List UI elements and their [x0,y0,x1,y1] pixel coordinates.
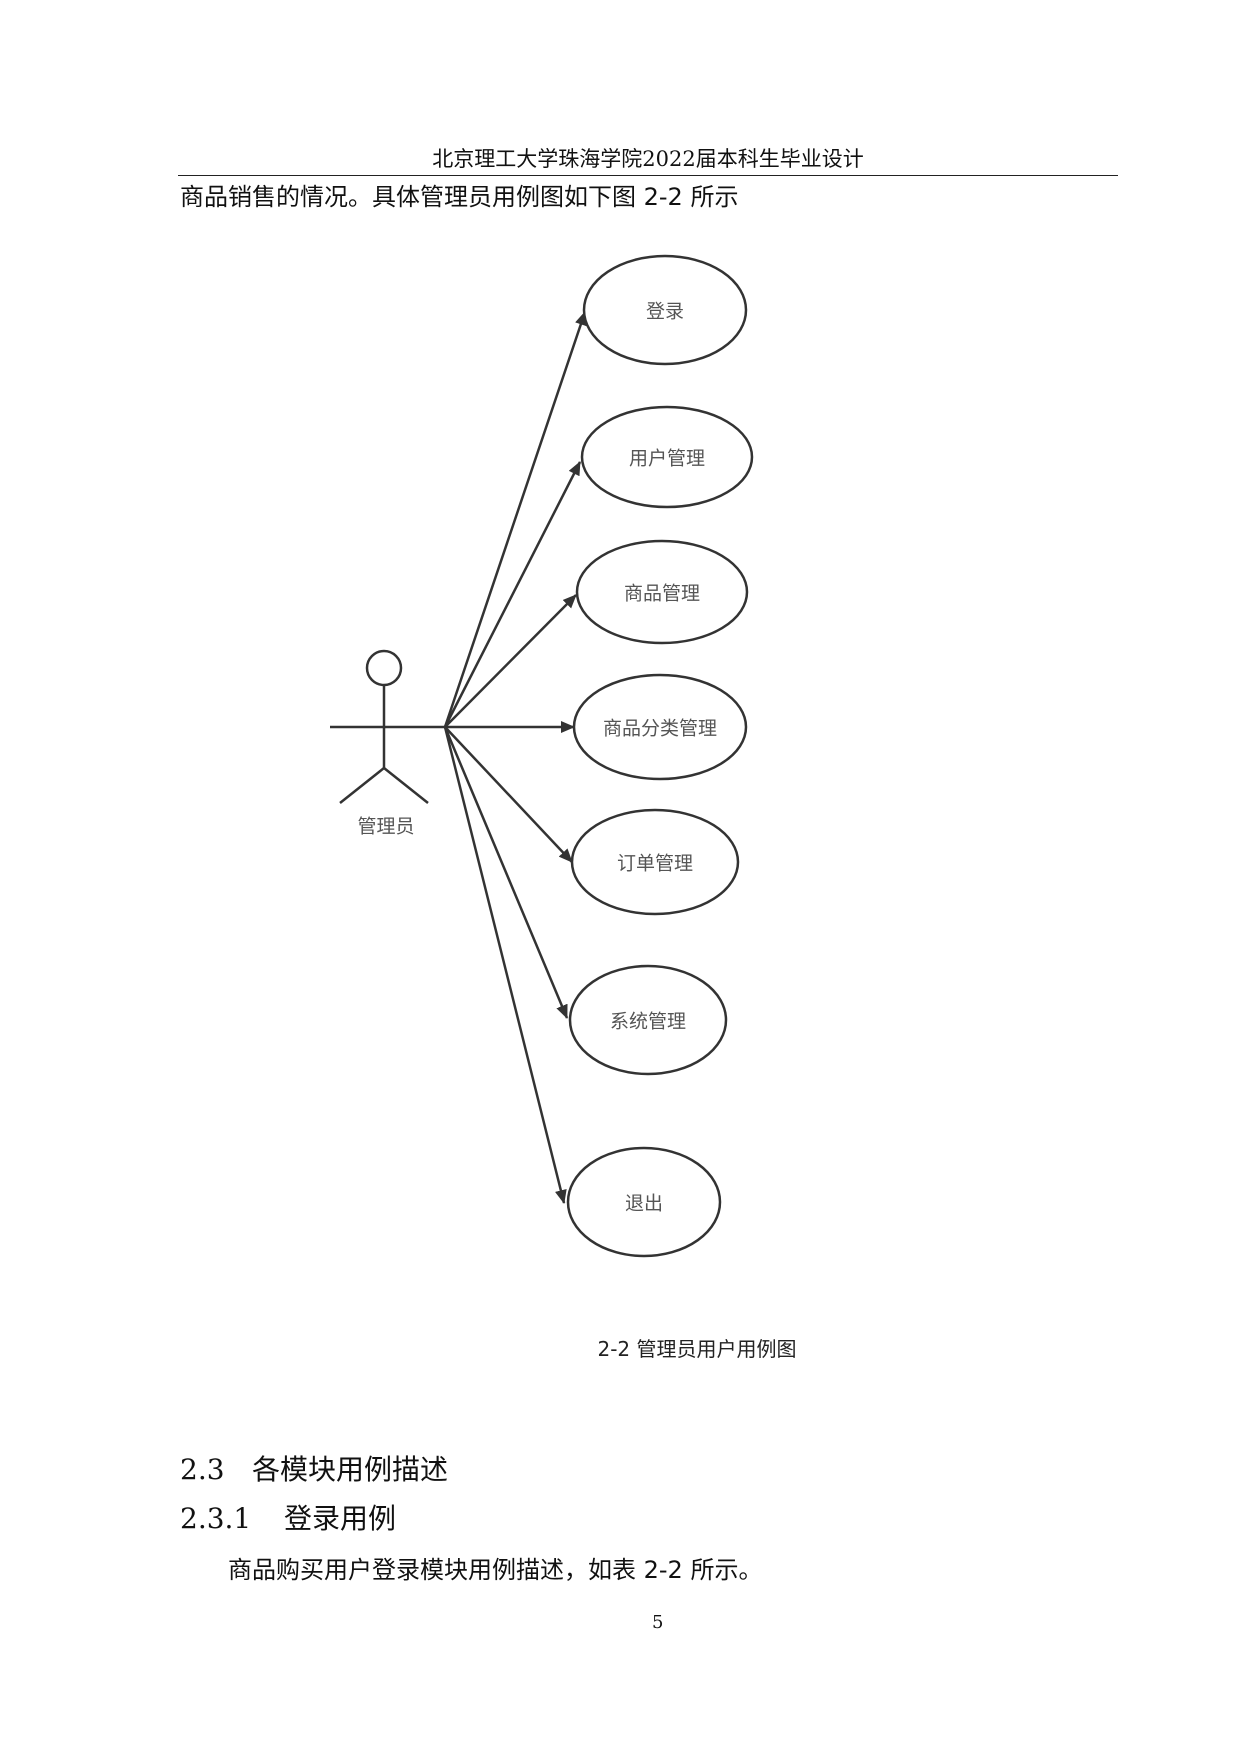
use-case-category-management [572,673,748,781]
arrow-to-logout [443,726,567,1204]
subsection-title: 登录用例 [284,1502,397,1535]
actor-left-leg [339,767,385,804]
subsection-heading: 2.3.1 登录用例 [180,1497,396,1537]
arrow-to-product-management [444,594,577,728]
arrow-to-system-management [443,726,569,1019]
section-heading: 2.3 各模块用例描述 [180,1448,448,1488]
use-case-logout [566,1146,722,1258]
use-case-order-management [570,808,740,916]
use-case-label-logout: 退出 [624,1192,664,1215]
actor-figure [330,649,445,804]
use-case-label-user-management: 用户管理 [628,447,706,470]
use-case-system-management [568,964,728,1076]
use-case-label-login: 登录 [645,300,685,323]
use-case-label-category-management: 商品分类管理 [602,717,718,740]
arrow-to-user-management [443,461,582,728]
page-header: 北京理工大学珠海学院2022届本科生毕业设计 [432,147,864,171]
header-rule [178,175,1118,176]
body-paragraph: 商品购买用户登录模块用例描述，如表 2-2 所示。 [228,1556,763,1584]
subsection-number: 2.3.1 [180,1502,252,1535]
actor-head [365,649,403,687]
section-number: 2.3 [180,1453,225,1486]
actor-label: 管理员 [357,815,415,838]
actor-right-leg [383,767,429,804]
use-case-product-management [575,539,749,645]
section-title: 各模块用例描述 [252,1453,449,1486]
use-case-login [582,254,748,366]
arrow-to-order-management [444,726,573,863]
use-case-label-system-management: 系统管理 [609,1010,687,1033]
use-case-label-order-management: 订单管理 [616,852,694,875]
arrow-to-login [443,311,587,728]
use-case-user-management [580,405,754,509]
figure-caption: 2-2 管理员用户用例图 [597,1337,797,1361]
page-number: 5 [652,1612,664,1633]
use-case-label-product-management: 商品管理 [623,582,701,605]
intro-text: 商品销售的情况。具体管理员用例图如下图 2-2 所示 [180,183,739,211]
